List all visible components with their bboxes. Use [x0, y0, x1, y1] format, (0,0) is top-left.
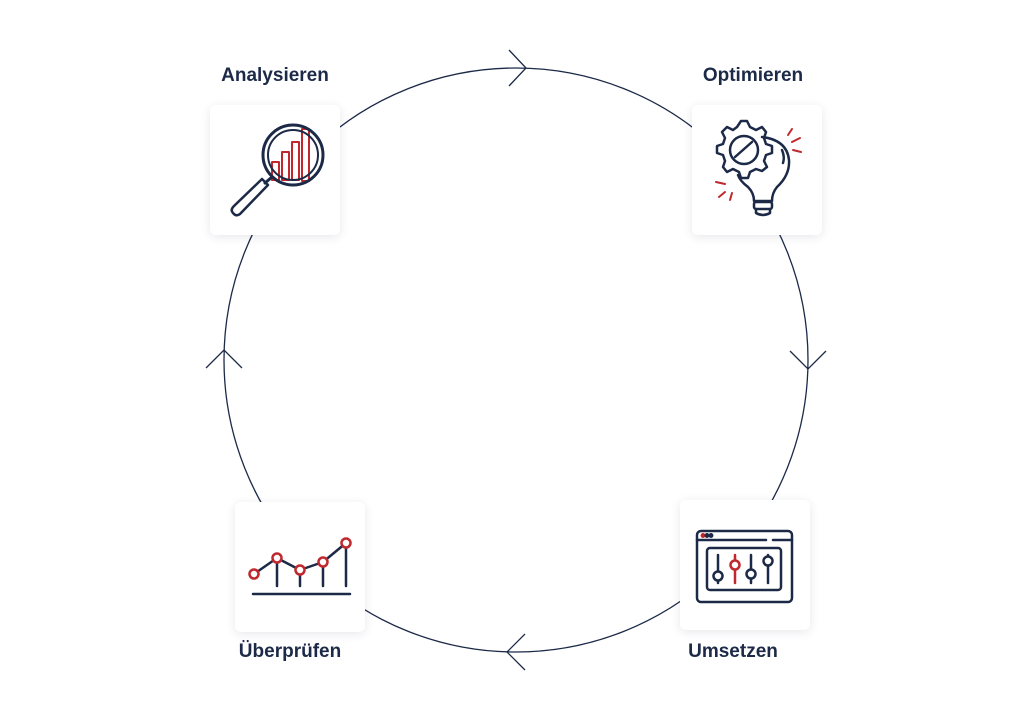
- step-label-analysieren: Analysieren: [221, 65, 329, 86]
- step-label-optimieren: Optimieren: [702, 65, 804, 86]
- step-card-optimieren: [692, 105, 822, 235]
- window-sliders-icon: [695, 529, 794, 604]
- arrow-right-icon: [508, 49, 527, 87]
- step-card-ueberpruefen: [235, 502, 365, 632]
- arrow-up-icon: [205, 349, 243, 369]
- magnifier-chart-icon: [230, 123, 325, 217]
- line-chart-icon: [248, 537, 352, 596]
- step-card-analysieren: [210, 105, 340, 235]
- arrow-left-icon: [506, 633, 526, 671]
- gear-lightbulb-icon: [715, 119, 802, 217]
- step-label-ueberpruefen: Überprüfen: [238, 641, 342, 662]
- cycle-circle: [223, 67, 809, 653]
- step-label-umsetzen: Umsetzen: [688, 641, 778, 662]
- arrow-down-icon: [789, 350, 827, 370]
- step-card-umsetzen: [680, 500, 810, 630]
